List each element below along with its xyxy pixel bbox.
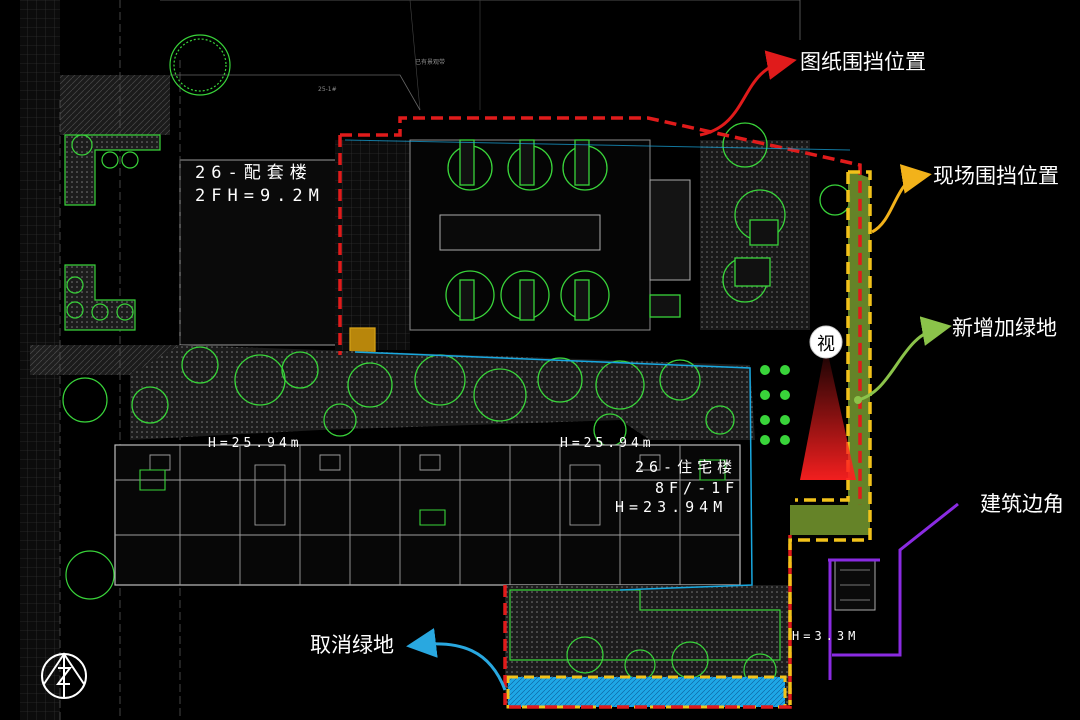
label-site-fence: 现场围挡位置	[933, 164, 1059, 188]
drawing-fence-arrow	[699, 50, 797, 137]
site-fence-line	[788, 170, 872, 705]
landscape-band	[130, 345, 790, 447]
label-drawing-fence: 图纸围挡位置	[800, 50, 926, 74]
label-25-1: 25-1#	[318, 86, 337, 93]
site-fence-arrow	[871, 164, 932, 234]
courtyard-trees	[349, 122, 851, 354]
label-added-green: 新增加绿地	[952, 316, 1057, 340]
view-marker-label: 视	[817, 334, 835, 355]
label-cancel-green: 取消绿地	[310, 633, 394, 657]
view-cone	[800, 345, 856, 480]
added-green-area	[790, 170, 870, 535]
height-label-left: H=25.94m	[208, 436, 303, 451]
left-planters	[62, 34, 231, 600]
building-corner-line	[828, 558, 880, 680]
added-green-dot	[854, 396, 862, 404]
cancelled-green-area	[506, 675, 787, 709]
blue-utility-line	[354, 351, 753, 591]
residential-building-name: 26-住宅楼	[635, 458, 737, 476]
label-existing-landscape: 已有景观带	[415, 58, 445, 66]
label-building-corner: 建筑边角	[980, 492, 1064, 516]
blue-top-line	[344, 139, 851, 151]
added-green-arrow	[857, 316, 952, 402]
residential-building-height: H=23.94M	[615, 498, 727, 516]
height-label-right: H=25.94m	[560, 436, 655, 451]
view-marker-circle	[809, 325, 843, 359]
corner-height-label: H=3.3M	[792, 629, 859, 643]
north-arrow-icon	[41, 652, 87, 699]
corner-building	[834, 559, 876, 611]
residential-building-floors: 8F/-1F	[655, 479, 739, 497]
building-corner-arrow	[832, 502, 959, 657]
support-building-name: 26-配套楼	[195, 163, 313, 183]
cancel-green-arrow	[406, 627, 507, 691]
support-building-height: 2FH=9.2M	[195, 186, 325, 206]
residential-building	[114, 444, 741, 586]
